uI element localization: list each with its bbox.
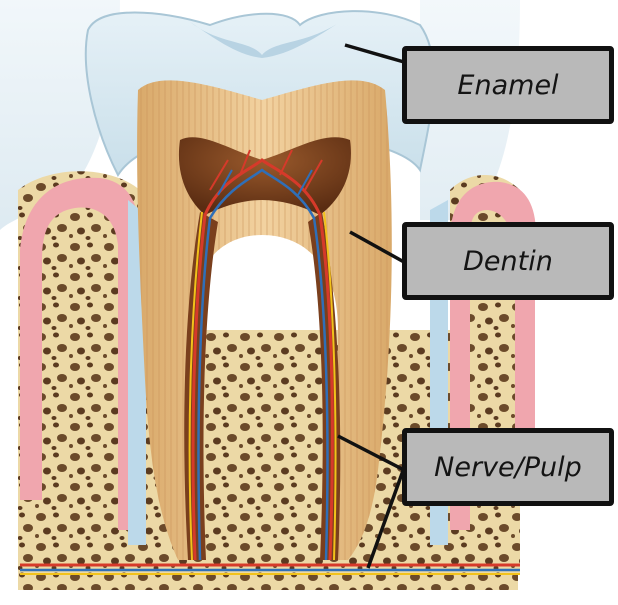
nerve-pulp-label: Nerve/Pulp: [402, 428, 614, 506]
enamel-label: Enamel: [402, 46, 614, 124]
enamel-label-text: Enamel: [457, 70, 558, 101]
dentin-label-text: Dentin: [463, 246, 553, 277]
dentin-label: Dentin: [402, 222, 614, 300]
nerve-pulp-label-text: Nerve/Pulp: [434, 452, 582, 483]
